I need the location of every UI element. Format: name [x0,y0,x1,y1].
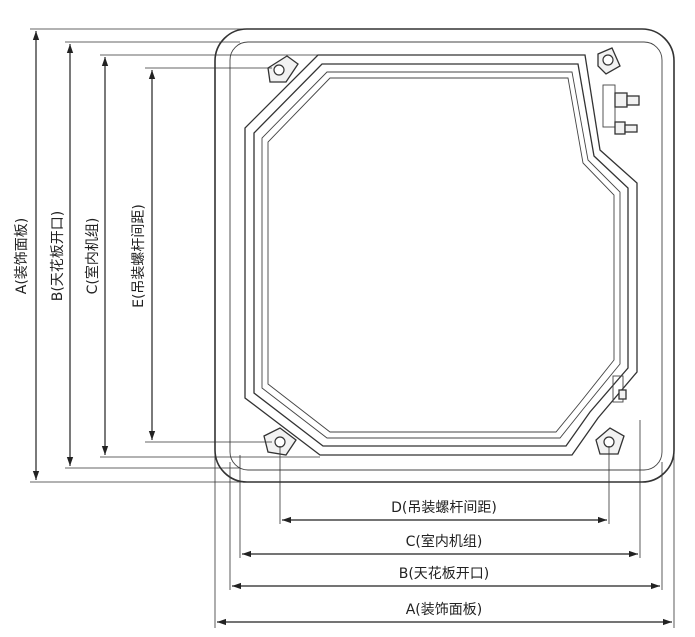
pipe-connectors [602,84,640,403]
hanger-bracket-top-left [267,55,299,83]
dimension-b-horizontal: B(天花板开口) [232,566,660,590]
dimension-e-vertical: E(吊装螺杆间距) [131,70,156,440]
dimension-d-horizontal-label: D(吊装螺杆间距) [391,500,497,516]
horizontal-extension-lines [214,420,675,628]
vertical-extension-lines [30,28,320,483]
hanger-bracket-top-right [597,47,621,75]
dimension-b-vertical: B(天花板开口) [50,44,74,466]
ceiling-opening-outline [229,41,663,471]
decorative-panel [214,28,675,483]
dimension-e-vertical-label: E(吊装螺杆间距) [131,204,147,308]
dimension-a-horizontal: A(装饰面板) [217,602,672,626]
dimension-c-vertical-label: C(室内机组) [84,218,101,295]
dimension-a-horizontal-label: A(装饰面板) [406,602,483,618]
dimension-c-horizontal-label: C(室内机组) [406,533,483,550]
dimension-b-vertical-label: B(天花板开口) [50,211,66,302]
dimension-b-horizontal-label: B(天花板开口) [399,566,490,582]
dimension-a-vertical-label: A(装饰面板) [14,218,30,295]
dimension-d-horizontal: D(吊装螺杆间距) [282,500,607,524]
dimension-a-vertical: A(装饰面板) [14,31,40,480]
dimension-c-vertical: C(室内机组) [84,57,109,455]
hanger-bracket-bottom-right [595,427,625,455]
indoor-unit-body [244,54,638,456]
hanger-bracket-bottom-left [263,427,297,456]
dimension-c-horizontal: C(室内机组) [242,533,638,558]
